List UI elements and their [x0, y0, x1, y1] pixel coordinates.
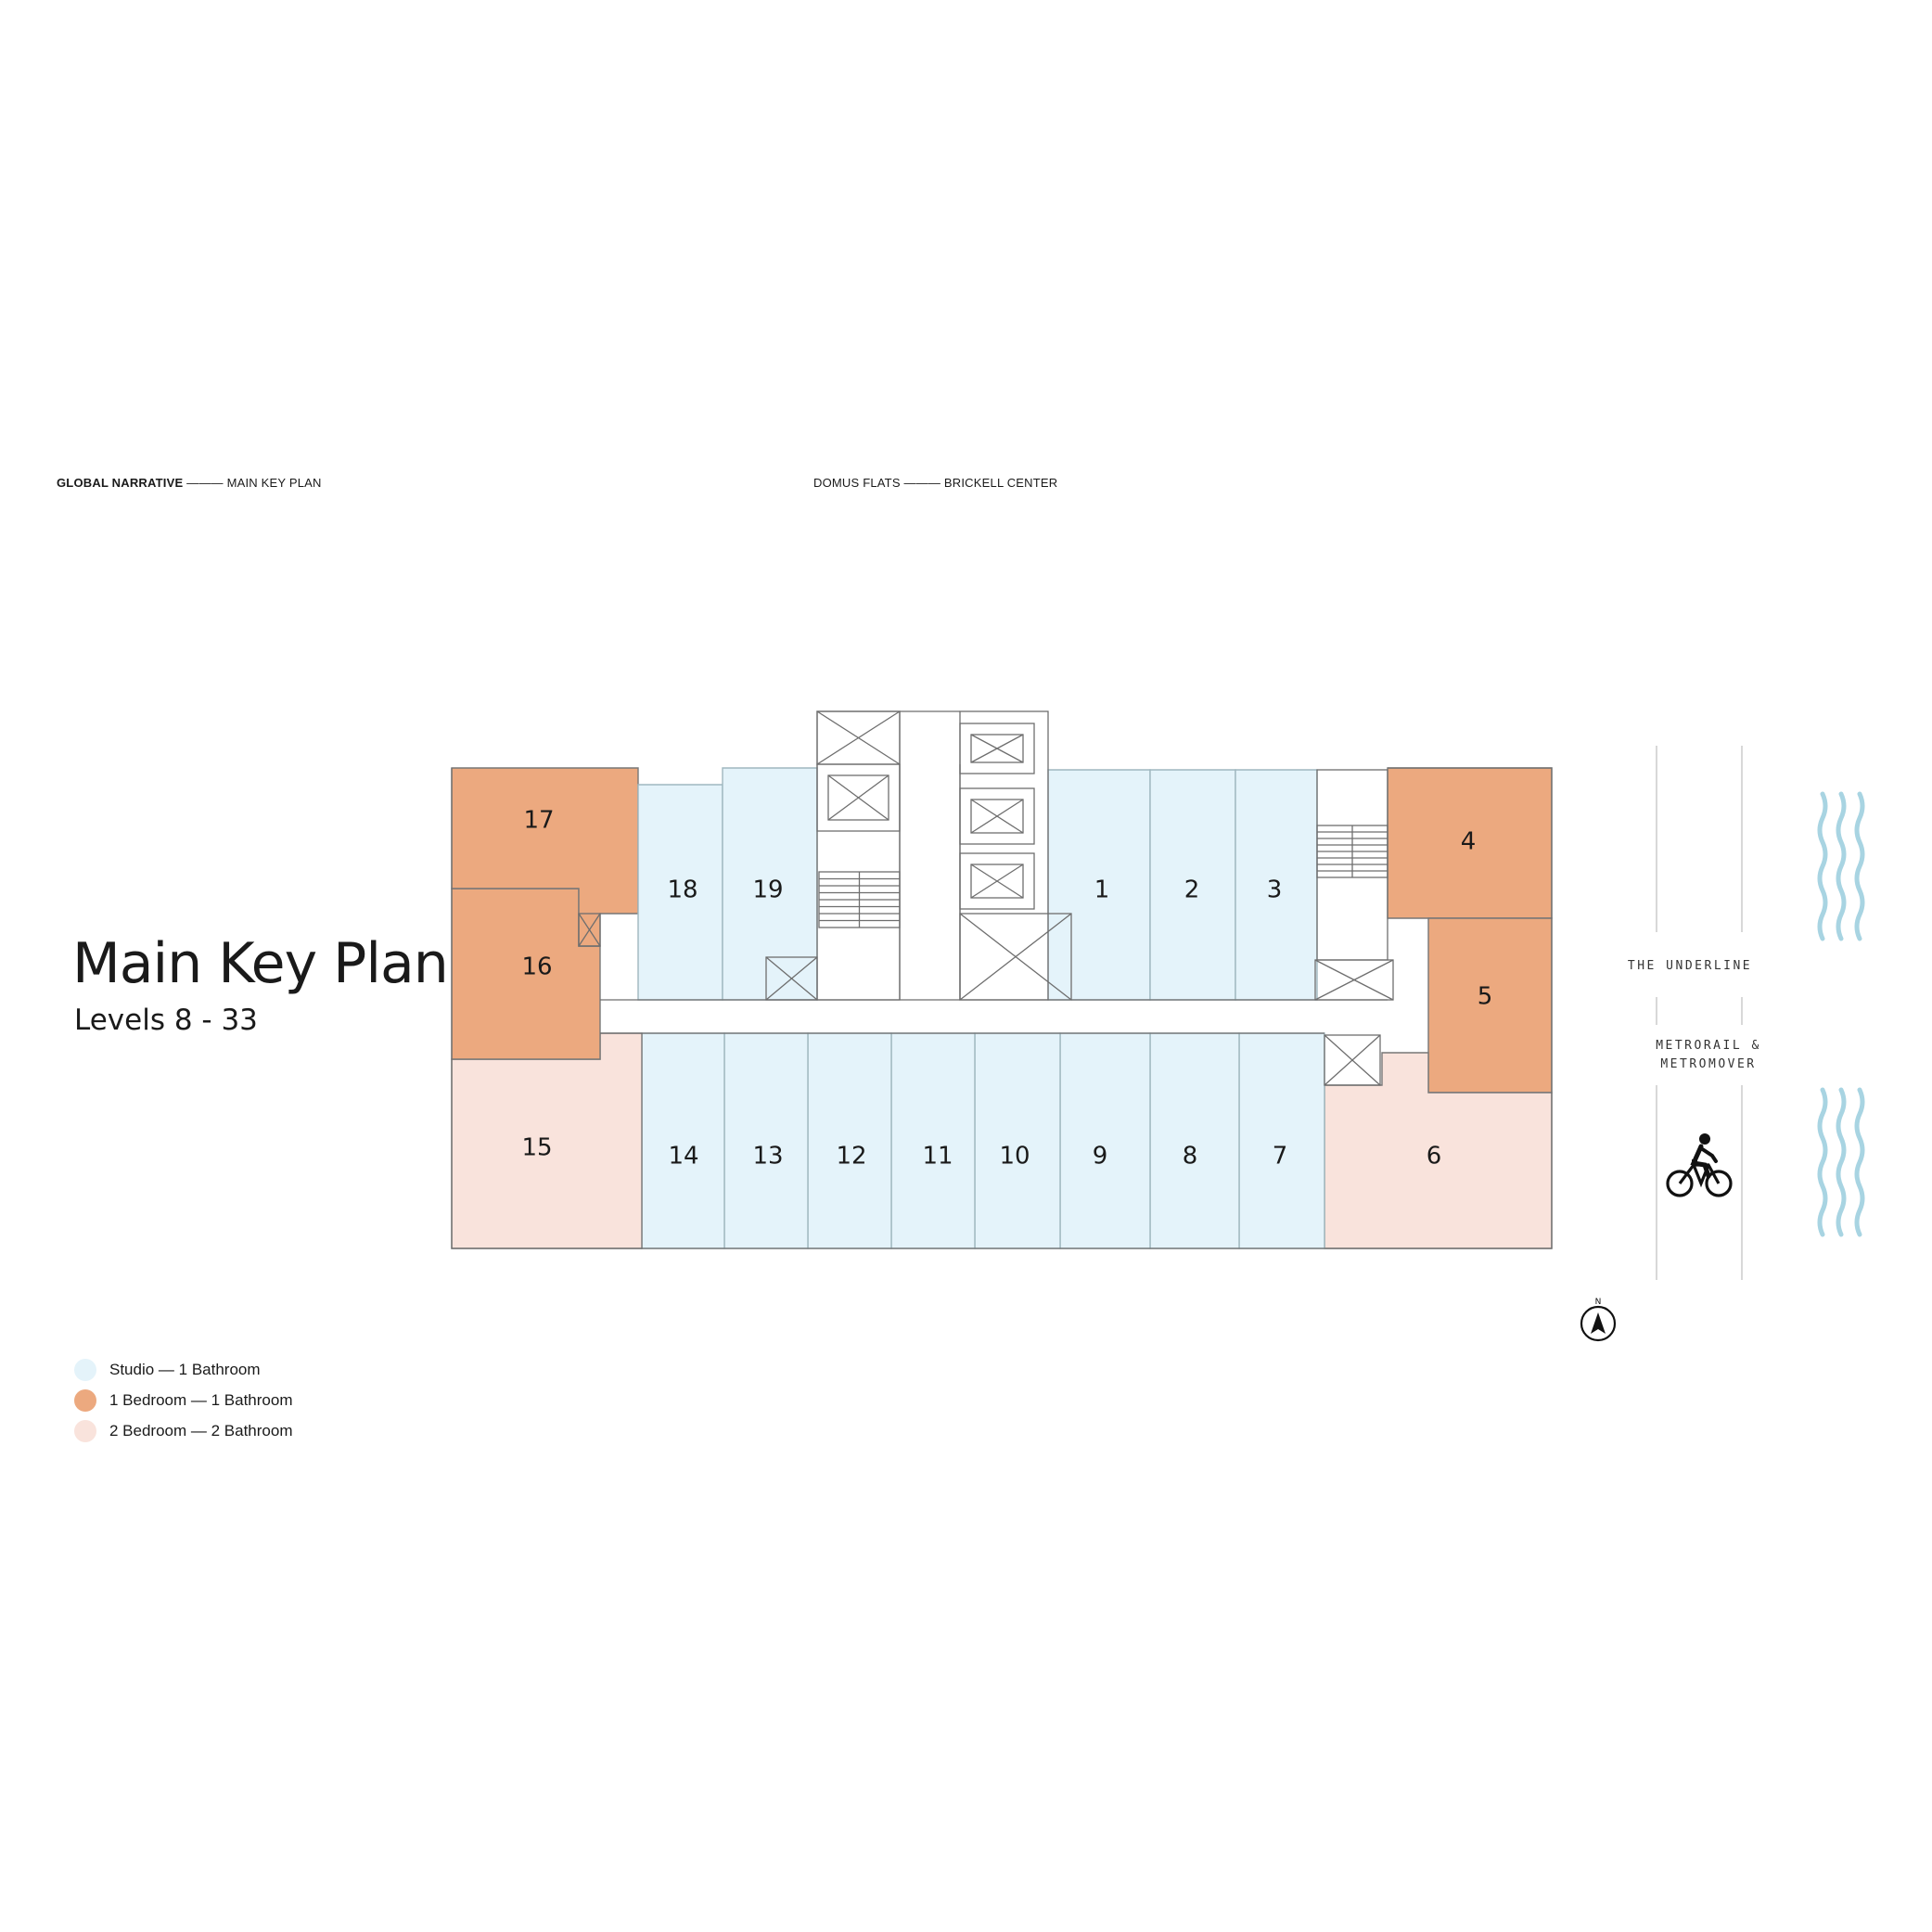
legend-label-studio: Studio — 1 Bathroom — [109, 1360, 261, 1378]
unit-label-5: 5 — [1478, 983, 1493, 1011]
unit-14[interactable] — [641, 1032, 725, 1249]
water-waves-icon — [1817, 791, 1865, 1237]
core-right-column — [959, 710, 1049, 1001]
metro-label-bg — [1619, 1025, 1813, 1085]
unit-label-17: 17 — [523, 807, 554, 835]
unit-label-8: 8 — [1183, 1143, 1198, 1171]
unit-label-3: 3 — [1267, 876, 1283, 904]
unit-label-1: 1 — [1094, 876, 1110, 904]
page-title: Main Key Plan — [72, 931, 449, 996]
legend-swatch-one-bedroom — [74, 1388, 96, 1412]
bicycle-rider-icon — [1666, 1133, 1733, 1197]
street-context: THE UNDERLINE METRORAIL & METROMOVER N — [1580, 746, 1865, 1342]
page-subtitle: Levels 8 - 33 — [74, 1004, 258, 1037]
legend-label-two-bedroom: 2 Bedroom — 2 Bathroom — [109, 1421, 293, 1439]
legend-swatch-studio — [74, 1358, 96, 1381]
unit-label-19: 19 — [752, 876, 783, 904]
unit-label-13: 13 — [752, 1143, 783, 1171]
core-left-column — [816, 710, 901, 1001]
shaft-west-small — [578, 913, 601, 947]
wave-lower-2 — [1854, 1087, 1865, 1237]
unit-label-12: 12 — [836, 1143, 866, 1171]
elevator-right-1-inner — [970, 734, 1024, 763]
header-project: DOMUS FLATS ——— BRICKELL CENTER — [813, 476, 1058, 490]
building-core — [451, 710, 1553, 1249]
legend: Studio — 1 Bathroom 1 Bedroom — 1 Bathro… — [74, 1354, 292, 1446]
metro-label-line1: METRORAIL & — [1656, 1039, 1761, 1053]
header-left: GLOBAL NARRATIVE ——— MAIN KEY PLAN — [57, 476, 322, 490]
unit-13[interactable] — [723, 1032, 809, 1249]
underline-label-bg — [1619, 932, 1813, 997]
unit-label-11: 11 — [922, 1143, 953, 1171]
units-layer — [451, 767, 1553, 1249]
legend-item-two-bedroom: 2 Bedroom — 2 Bathroom — [74, 1415, 292, 1446]
unit-12[interactable] — [807, 1032, 892, 1249]
legend-label-one-bedroom: 1 Bedroom — 1 Bathroom — [109, 1390, 293, 1409]
unit-label-9: 9 — [1093, 1143, 1108, 1171]
unit-label-6: 6 — [1427, 1143, 1442, 1171]
unit-label-4: 4 — [1461, 828, 1477, 856]
unit-label-7: 7 — [1273, 1143, 1288, 1171]
svg-text:N: N — [1595, 1298, 1602, 1307]
header-brand: GLOBAL NARRATIVE — [57, 476, 184, 490]
header-section: ——— MAIN KEY PLAN — [183, 476, 322, 490]
unit-label-14: 14 — [668, 1143, 698, 1171]
north-arrow-icon: N — [1580, 1298, 1617, 1342]
elevator-right-2-inner — [970, 799, 1024, 834]
unit-11[interactable] — [890, 1032, 976, 1249]
legend-item-one-bedroom: 1 Bedroom — 1 Bathroom — [74, 1385, 292, 1415]
building-outline — [451, 767, 1553, 1249]
wave-lower-0 — [1817, 1087, 1828, 1237]
unit-9[interactable] — [1059, 1032, 1151, 1249]
legend-item-studio: Studio — 1 Bathroom — [74, 1354, 292, 1385]
unit-7[interactable] — [1238, 1032, 1325, 1249]
shaft-east-lower — [1324, 1034, 1381, 1086]
wave-upper-2 — [1854, 791, 1865, 941]
elevator-right-1 — [959, 723, 1035, 774]
wave-lower-1 — [1836, 1087, 1847, 1237]
metro-label-line2: METROMOVER — [1660, 1057, 1756, 1071]
unit-label-10: 10 — [999, 1143, 1030, 1171]
elevator-right-3-inner — [970, 864, 1024, 899]
legend-swatch-two-bedroom — [74, 1419, 96, 1442]
unit-label-16: 16 — [521, 953, 552, 981]
unit-8[interactable] — [1149, 1032, 1240, 1249]
wave-upper-0 — [1817, 791, 1828, 941]
elevator-left-inner — [827, 774, 889, 821]
unit-label-2: 2 — [1184, 876, 1200, 904]
unit-label-15: 15 — [521, 1134, 552, 1162]
underline-label: THE UNDERLINE — [1628, 959, 1752, 973]
unit-label-18: 18 — [667, 876, 697, 904]
wave-upper-1 — [1836, 791, 1847, 941]
unit-10[interactable] — [974, 1032, 1061, 1249]
